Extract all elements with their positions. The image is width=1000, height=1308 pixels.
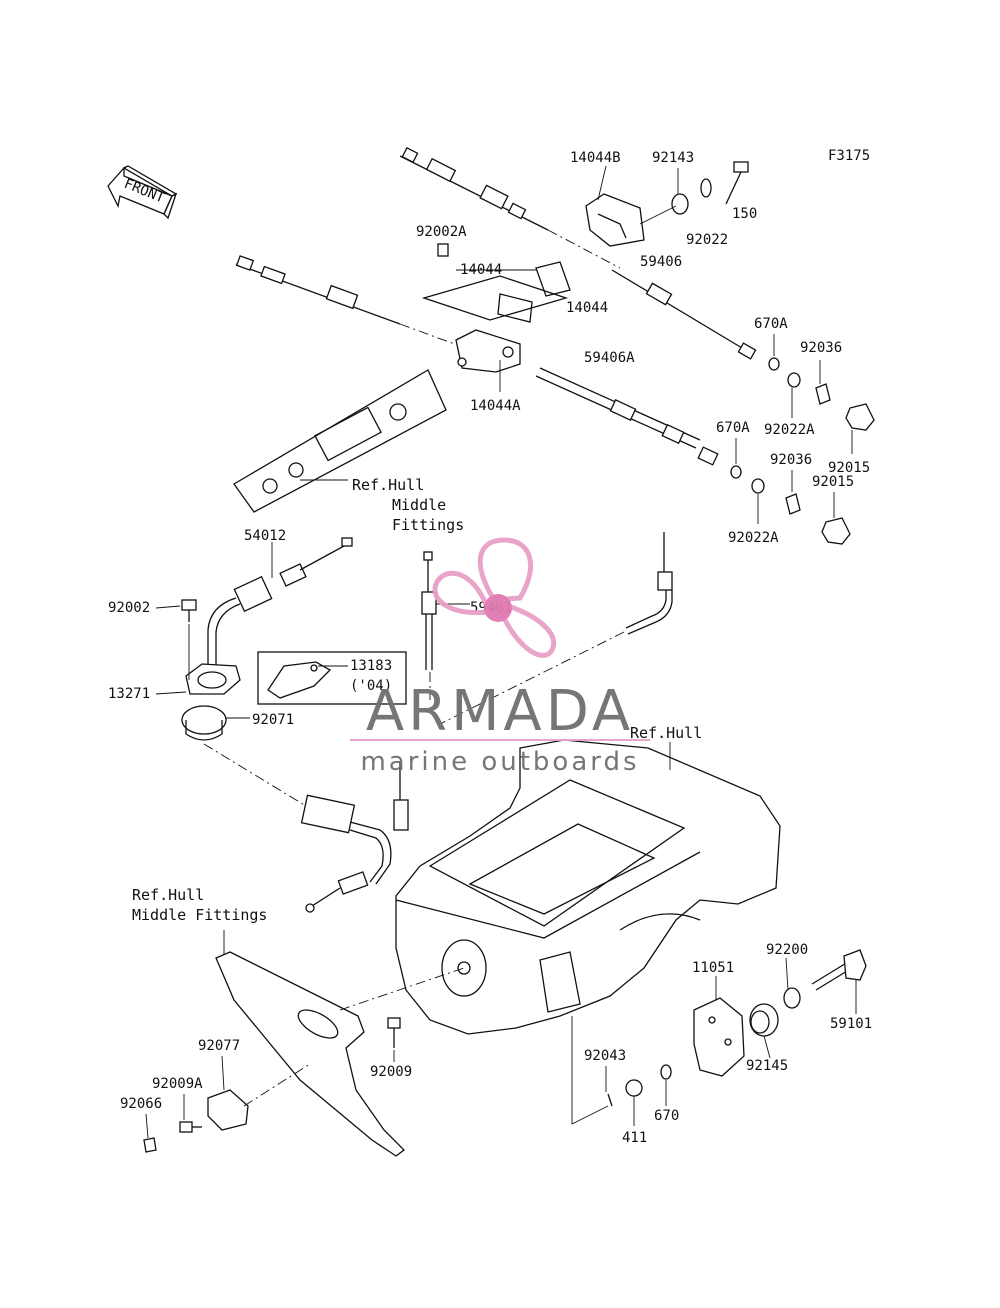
figure-code: F3175 — [828, 148, 870, 164]
hull — [395, 739, 781, 1035]
ref3-line1: Ref.Hull — [132, 886, 204, 904]
lower-hardware — [143, 1016, 672, 1153]
cable-59401 — [421, 551, 470, 700]
label-92022A-2: 92022A — [728, 530, 779, 546]
label-92036-1: 92036 — [800, 340, 842, 356]
ref1-line2: Middle — [392, 496, 446, 514]
label-14044-a: 14044 — [460, 262, 502, 278]
label-92002A: 92002A — [416, 224, 467, 240]
label-150: 150 — [732, 206, 757, 222]
label-59406: 59406 — [640, 254, 682, 270]
upper-cable-2 — [235, 255, 719, 466]
throttle-cable-54012 — [207, 537, 353, 690]
steering-parts — [693, 949, 867, 1077]
label-92009A: 92009A — [152, 1076, 203, 1092]
label-92036-2: 92036 — [770, 452, 812, 468]
bracket-14044A — [455, 329, 521, 392]
label-92066: 92066 — [120, 1096, 162, 1112]
label-14044A: 14044A — [470, 398, 521, 414]
middle-fittings-panel — [233, 369, 447, 513]
label-92145: 92145 — [746, 1058, 788, 1074]
label-92043: 92043 — [584, 1048, 626, 1064]
label-92022A-1: 92022A — [764, 422, 815, 438]
label-59101: 59101 — [830, 1016, 872, 1032]
hardware-group — [730, 334, 875, 545]
watermark-title: ARMADA — [366, 679, 634, 744]
label-670A-2: 670A — [716, 420, 750, 436]
part-labels: 14044B 92143 150 92022 92002A 14044 1404… — [108, 150, 872, 1146]
ref1-line1: Ref.Hull — [352, 476, 424, 494]
label-92002: 92002 — [108, 600, 150, 616]
front-arrow-icon: FRONT — [107, 165, 178, 220]
lower-cable — [203, 743, 409, 913]
label-14044B: 14044B — [570, 150, 621, 166]
reference-labels: Ref.Hull Middle Fittings Ref.Hull Ref.Hu… — [132, 476, 702, 924]
label-04: ('04) — [350, 678, 392, 694]
label-670: 670 — [654, 1108, 679, 1124]
ref2: Ref.Hull — [630, 724, 702, 742]
label-11051: 11051 — [692, 960, 734, 976]
cable-mount-parts — [181, 599, 250, 741]
label-92200: 92200 — [766, 942, 808, 958]
label-92071: 92071 — [252, 712, 294, 728]
upper-cable-1 — [399, 146, 757, 360]
label-92015-1: 92015 — [828, 460, 870, 476]
lower-left-panel — [215, 930, 465, 1157]
label-54012: 54012 — [244, 528, 286, 544]
label-92143: 92143 — [652, 150, 694, 166]
bracket-14044B — [585, 161, 749, 247]
label-13183: 13183 — [350, 658, 392, 674]
label-92022: 92022 — [686, 232, 728, 248]
label-92009: 92009 — [370, 1064, 412, 1080]
label-411: 411 — [622, 1130, 647, 1146]
ref1-line3: Fittings — [392, 516, 464, 534]
label-670A-1: 670A — [754, 316, 788, 332]
watermark-subtitle: marine outboards — [360, 747, 639, 777]
bracket-14044 — [421, 243, 571, 323]
label-13271: 13271 — [108, 686, 150, 702]
label-59406A: 59406A — [584, 350, 635, 366]
cable-right — [439, 532, 673, 725]
label-14044-b: 14044 — [566, 300, 608, 316]
watermark: ARMADA marine outboards — [350, 537, 650, 777]
part-13183-box — [257, 651, 407, 705]
propeller-icon — [432, 537, 557, 658]
ref3-line2: Middle Fittings — [132, 906, 267, 924]
label-92077: 92077 — [198, 1038, 240, 1054]
label-92015-2: 92015 — [812, 474, 854, 490]
